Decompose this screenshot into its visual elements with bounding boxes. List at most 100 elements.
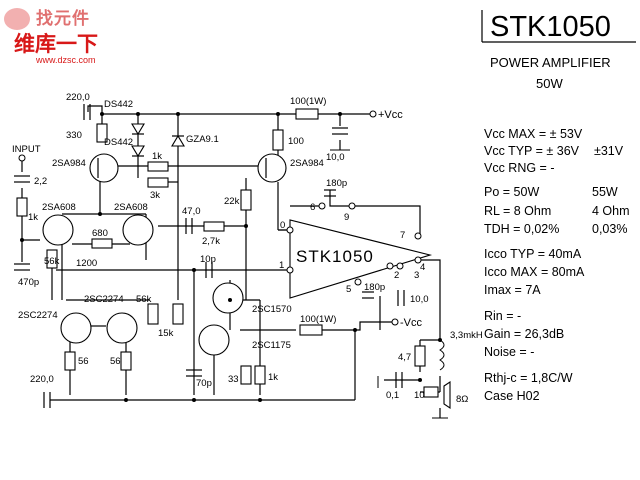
pin-7-marker — [414, 232, 422, 240]
label-q2sa984-l: 2SA984 — [52, 158, 86, 169]
spec-rin: Rin = - — [484, 309, 521, 323]
spec-vcc-max: Vcc MAX = ± 53V — [484, 127, 583, 141]
junction-dots — [20, 112, 442, 402]
label-c0-1: 0,1 — [386, 390, 399, 401]
label-q2sa608-l: 2SA608 — [42, 202, 76, 213]
transistor-2sc1570-icon — [212, 282, 244, 314]
label-r56-a: 56 — [78, 356, 89, 367]
label-r1k-b: 1k — [268, 372, 278, 383]
label-c10-bot: 10,0 — [410, 294, 429, 305]
spec-tdh: TDH = 0,02% — [484, 222, 559, 236]
speaker-icon — [443, 380, 451, 410]
label-q2sc2274-r: 2SC2274 — [84, 294, 124, 305]
resistor-22k — [240, 189, 252, 211]
pin-9-marker — [348, 202, 356, 210]
spec-rthj: Rthj-c = 1,8C/W — [484, 371, 573, 385]
label-c10-top: 10,0 — [326, 152, 345, 163]
junction-dot — [176, 112, 180, 116]
junction-dot — [124, 398, 128, 402]
label-r100-1w-b: 100(1W) — [300, 314, 336, 325]
label-r33: 33 — [228, 374, 239, 385]
label-r22k: 22k — [224, 196, 240, 207]
diode-ds442a-icon — [131, 123, 145, 136]
label-ds442a: DS442 — [104, 99, 133, 110]
label-vcc-neg: -Vcc — [400, 317, 423, 329]
label-r1k-a: 1k — [152, 151, 162, 162]
chip-power: 50W — [536, 76, 563, 91]
resistor-10 — [423, 386, 439, 398]
watermark-logo: 找元件 维库一下 www.dzsc.com — [2, 4, 132, 66]
spec-icco-max: Icco MAX = 80mA — [484, 265, 585, 279]
pin-5-label: 5 — [346, 284, 351, 295]
label-c47: 47,0 — [182, 206, 201, 217]
junction-dot — [192, 398, 196, 402]
junction-dot — [20, 238, 24, 242]
label-q2sa984-r: 2SA984 — [290, 158, 324, 169]
resistor-2-7k — [203, 221, 225, 232]
label-c70p: 70p — [196, 378, 212, 389]
junction-dot — [276, 112, 280, 116]
inductor-3-3mkh-icon — [439, 339, 445, 371]
resistor-680 — [91, 238, 113, 249]
label-q2sa608-r: 2SA608 — [114, 202, 148, 213]
junction-dot — [244, 224, 248, 228]
label-c10p: 10p — [200, 254, 216, 265]
pin-1-label: 1 — [279, 260, 284, 271]
spec-table: Vcc MAX = ± 53V Vcc TYP = ± 36V ±31V Vcc… — [484, 127, 630, 403]
resistor-330 — [96, 123, 108, 143]
spec-vcc-typ: Vcc TYP = ± 36V — [484, 144, 580, 158]
wire-vcc-neg — [300, 321, 392, 331]
pin-2-marker — [386, 262, 394, 270]
resistor-56k-a — [46, 249, 58, 269]
spec-vcc-rng: Vcc RNG = - — [484, 161, 555, 175]
label-r10: 10 — [414, 390, 425, 401]
resistor-1k-in — [16, 197, 28, 217]
junction-dot — [418, 378, 422, 382]
chip-triangle — [289, 219, 433, 299]
junction-dot — [100, 112, 104, 116]
junction-dot — [192, 268, 196, 272]
watermark-line2: 维库一下 — [14, 32, 98, 56]
resistor-56k-b — [147, 303, 159, 325]
junction-dot — [98, 212, 102, 216]
spec-tdh-alt: 0,03% — [592, 222, 627, 236]
chip-label: STK1050 — [296, 247, 374, 266]
label-l33: 3,3mkH — [450, 330, 483, 341]
terminal-input — [18, 154, 26, 162]
resistor-100 — [272, 129, 284, 151]
spec-imax: Imax = 7A — [484, 283, 541, 297]
pin-5-marker — [354, 278, 362, 286]
spec-rl-alt: 4 Ohm — [592, 204, 630, 218]
pin-1-marker — [286, 266, 294, 274]
label-r330: 330 — [66, 130, 82, 141]
spec-icco-typ: Icco TYP = 40mA — [484, 247, 582, 261]
transistor-2sc1175-icon — [198, 324, 230, 356]
label-r680: 680 — [92, 228, 108, 239]
resistor-1k-b — [254, 365, 266, 385]
junction-dot — [228, 298, 232, 302]
label-c2-2: 2,2 — [34, 176, 47, 187]
junction-dot — [353, 328, 357, 332]
label-vcc-pos: +Vcc — [378, 109, 403, 121]
diode-ds442b-icon — [131, 145, 145, 158]
pin-0-marker — [286, 226, 294, 234]
transistor-2sa608-left-icon — [42, 214, 74, 246]
label-r2-7k: 2,7k — [202, 236, 220, 247]
label-c180-top: 180p — [326, 178, 347, 189]
label-r1200: 1200 — [76, 258, 97, 269]
watermark-line1: 找元件 — [36, 9, 90, 29]
pin-6-label: 6 — [310, 202, 315, 213]
junction-dot — [258, 398, 262, 402]
components: 220,0 DS442 330 DS442 GZA9.1 1k 3k 2SA98… — [12, 92, 483, 410]
label-c180-bot: 180p — [364, 282, 385, 293]
pin-2-label: 2 — [394, 270, 399, 281]
zener-gza-icon — [171, 134, 185, 147]
pin-6-marker — [318, 202, 326, 210]
stk1050-chip: STK1050 0 6 9 7 4 1 2 5 3 — [278, 202, 433, 299]
label-r56k-a: 56k — [44, 256, 60, 267]
wire-vcc-rail — [87, 105, 372, 115]
spec-case: Case H02 — [484, 389, 540, 403]
pin-9-label: 9 — [344, 212, 349, 223]
label-r1k-in: 1k — [28, 212, 38, 223]
label-q2sc1175: 2SC1175 — [252, 340, 291, 351]
